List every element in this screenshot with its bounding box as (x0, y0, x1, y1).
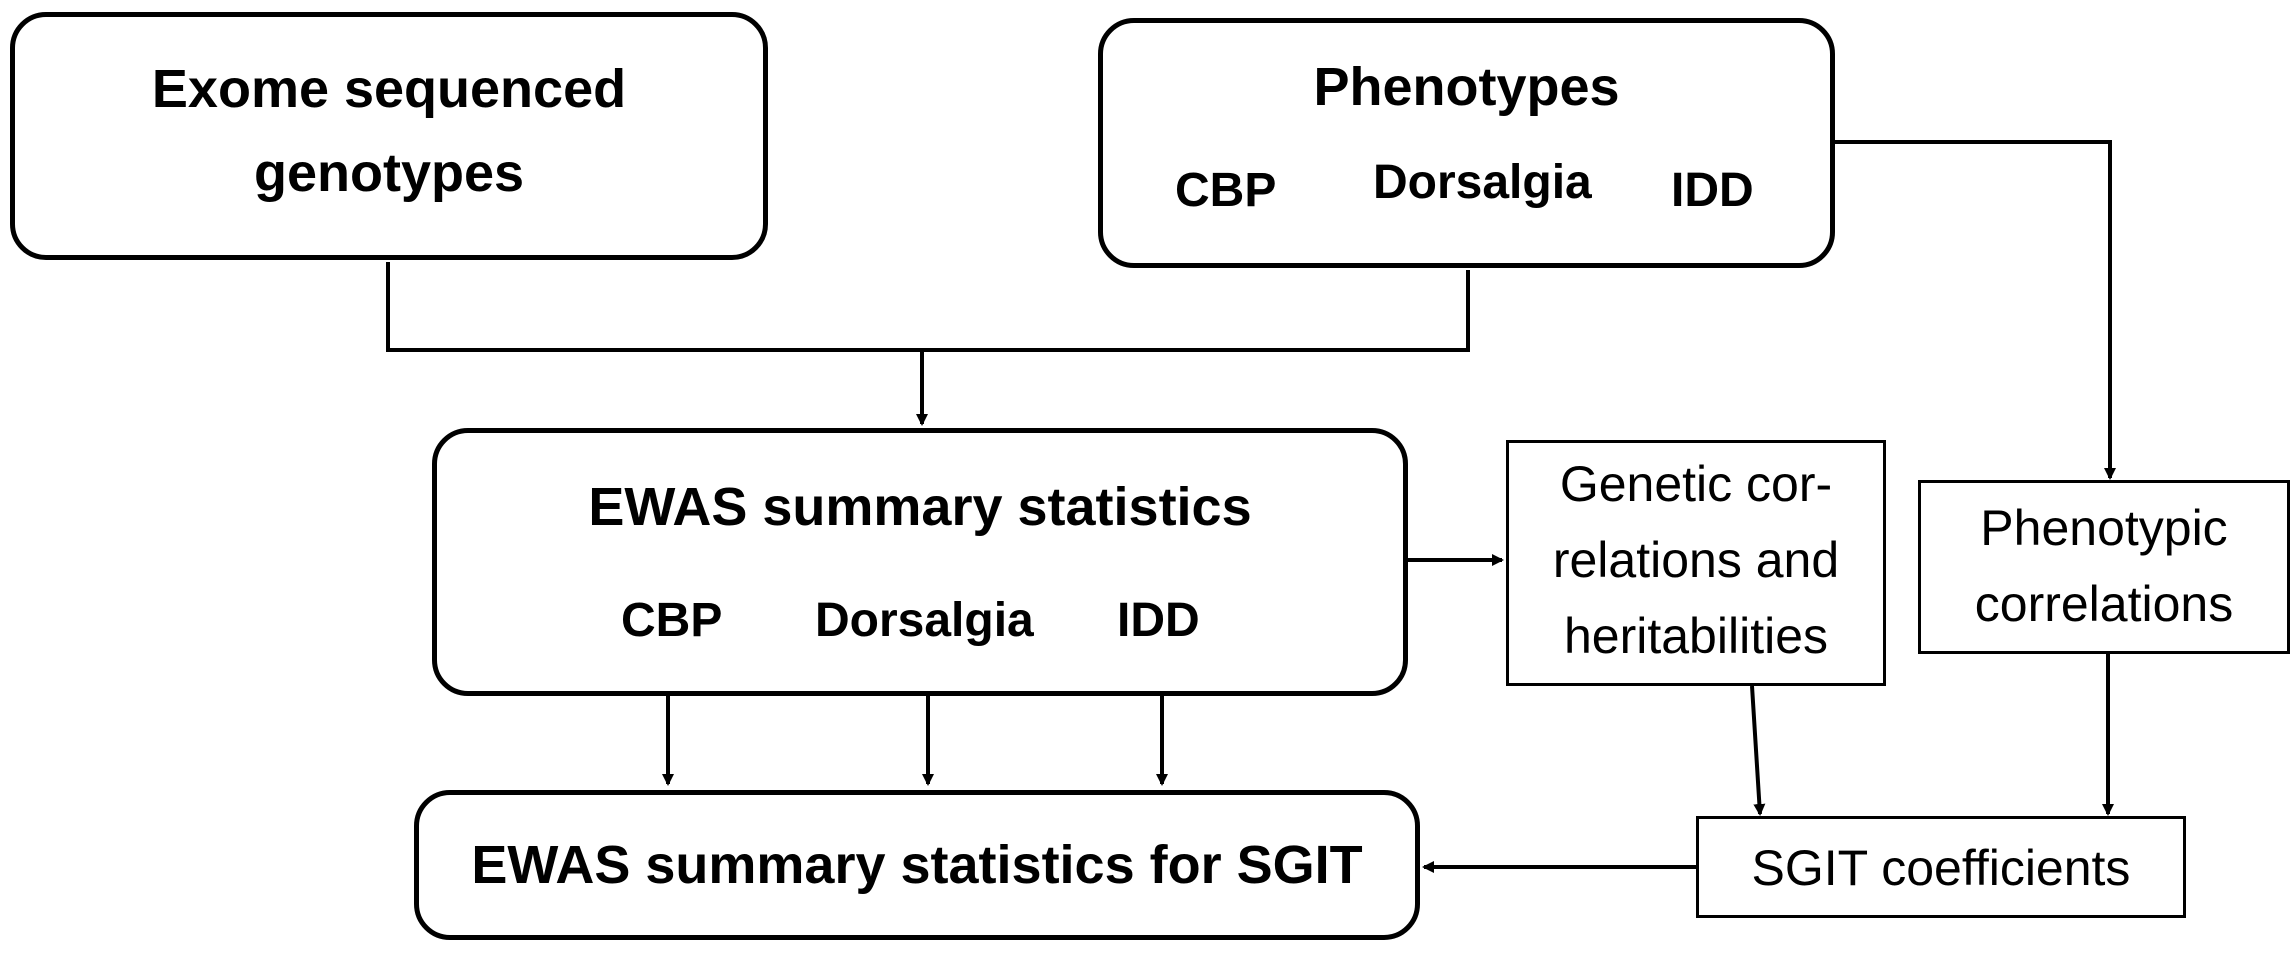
merge-connector (386, 262, 1470, 352)
phenotypes-item-cbp: CBP (1175, 164, 1277, 217)
exome-genotypes-line2: genotypes (253, 143, 525, 203)
exome-genotypes-line1: Exome sequenced (151, 59, 627, 119)
phenotypes-item-dorsalgia: Dorsalgia (1373, 156, 1592, 209)
exome-genotypes-box: Exome sequenced genotypes (10, 12, 768, 260)
phenotypic-correlations-box: Phenotypic correlations (1918, 480, 2290, 654)
arrow-genetic-to-sgit-coefficients (1750, 685, 1766, 816)
phenotypic-correlations-line2: correlations (1974, 576, 2234, 632)
sgit-coefficients-box: SGIT coefficients (1696, 816, 2186, 918)
ewas-item-cbp: CBP (621, 594, 723, 647)
ewas-item-dorsalgia: Dorsalgia (815, 594, 1034, 647)
phenotypic-correlations-line1: Phenotypic (1980, 500, 2228, 556)
ewas-sgit-box: EWAS summary statistics for SGIT (414, 790, 1420, 940)
phenotypes-item-idd: IDD (1671, 164, 1754, 217)
genetic-correlations-line1: Genetic cor- (1559, 456, 1833, 512)
ewas-item-idd: IDD (1117, 594, 1200, 647)
sgit-coefficients-title: SGIT coefficients (1751, 840, 2131, 896)
phenotypes-box: Phenotypes CBP Dorsalgia IDD (1098, 18, 1835, 268)
ewas-sgit-title: EWAS summary statistics for SGIT (471, 835, 1363, 895)
phenotypes-title: Phenotypes (1313, 57, 1620, 117)
ewas-summary-box: EWAS summary statistics CBP Dorsalgia ID… (432, 428, 1408, 696)
genetic-correlations-line2: relations and (1552, 532, 1840, 588)
ewas-summary-title: EWAS summary statistics (588, 477, 1252, 537)
arrow-phenotypes-to-phenotypic-correlations (1835, 140, 2116, 480)
genetic-correlations-line3: heritabilities (1563, 608, 1828, 664)
genetic-correlations-box: Genetic cor- relations and heritabilitie… (1506, 440, 1886, 686)
